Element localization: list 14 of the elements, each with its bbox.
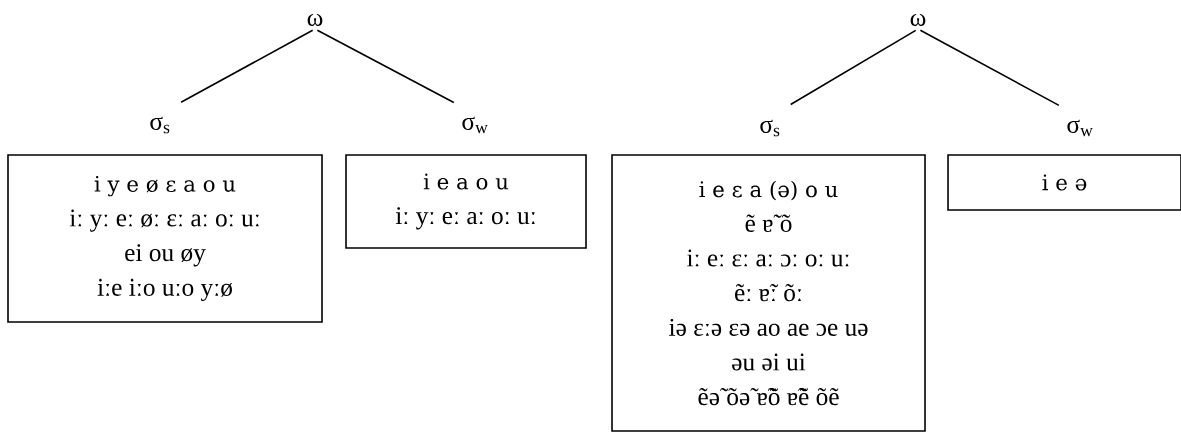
vowel-box: i e a o u iː yː eː aː oː uː xyxy=(345,154,587,249)
tree-label: σ$_{s}$ xyxy=(150,116,170,134)
tree-branch xyxy=(180,29,314,104)
tree-branch xyxy=(316,29,455,104)
tree-branch xyxy=(919,29,1060,107)
tree-label: ω xyxy=(910,13,926,27)
vowel-box: i e ə xyxy=(947,154,1181,211)
tree-branch xyxy=(789,29,917,106)
tree-label: ω xyxy=(307,13,323,27)
vowel-box: i e ɛ a (ə) o u ẽ ɐ̃ õ iː eː ɛː aː ɔː oː uː ẽː ɐ̃ː õː iə ɛːə ɛə ao ae ɔe uə əu əi ui ẽə̃ õə̃ ɐ̃õ ɐ̃ẽ õẽ xyxy=(611,154,926,432)
vowel-box: i y e ø ɛ a o u iː yː eː øː ɛː aː oː uː ei ou øy iːe iːo uːo yːø xyxy=(7,154,323,323)
tree-label: σ$_{s}$ xyxy=(760,119,780,137)
tree-label: σ$_{w}$ xyxy=(1067,119,1093,137)
tree-label: σ$_{w}$ xyxy=(462,116,488,134)
